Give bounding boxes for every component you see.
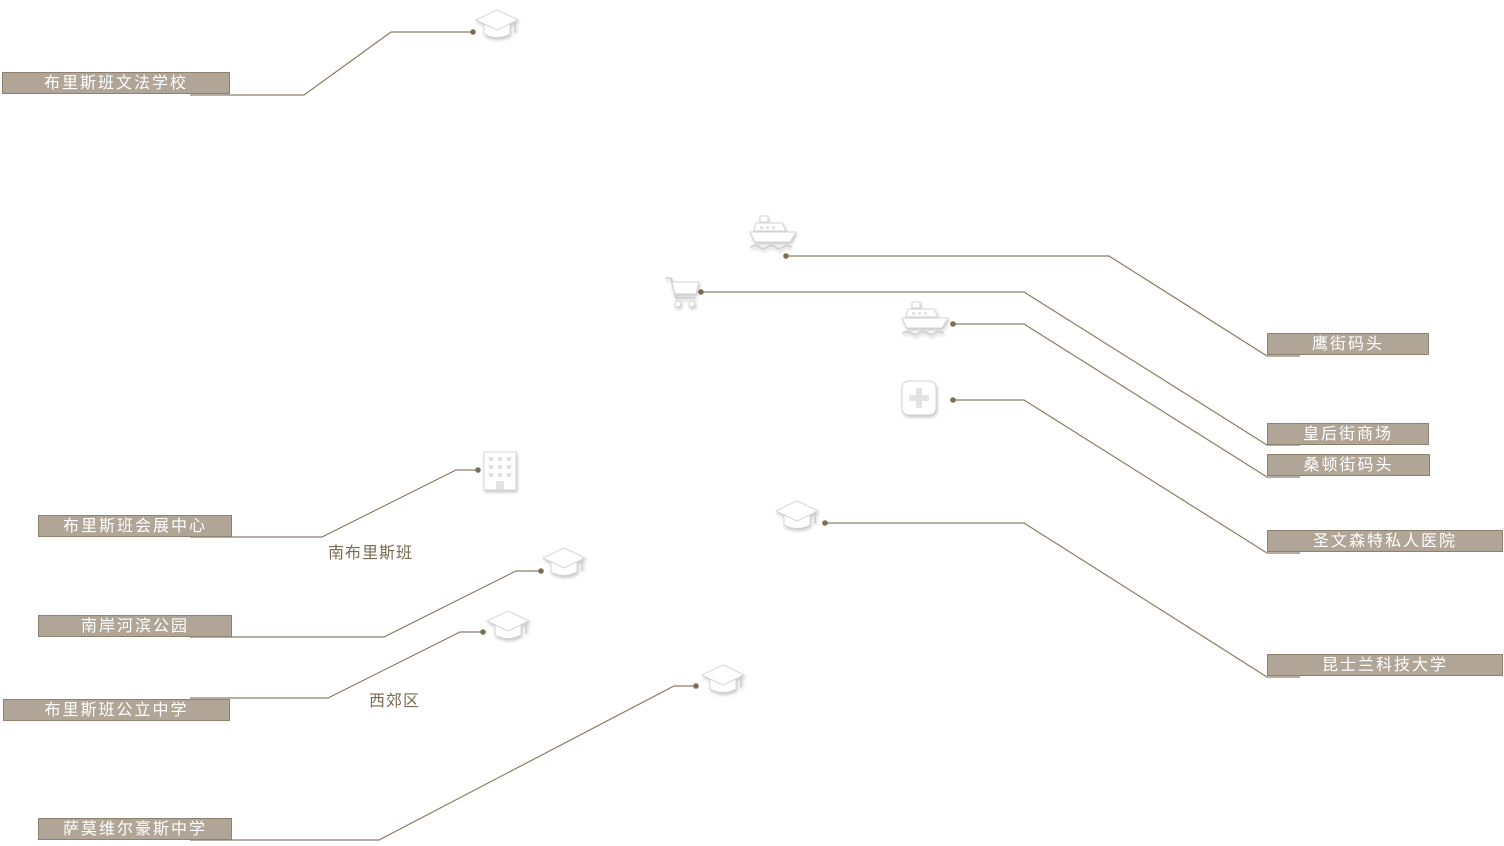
leader-line-qut	[825, 522, 1300, 678]
leader-line-grammar-school	[190, 31, 473, 96]
place-label-grammar-school[interactable]: 布里斯班文法学校	[2, 72, 230, 94]
shopping-cart-icon[interactable]	[664, 274, 702, 312]
place-label-st-vincents[interactable]: 圣文森特私人医院	[1267, 530, 1503, 552]
anchor-dot-state-high	[480, 629, 486, 635]
place-label-queen-st-mall[interactable]: 皇后街商场	[1267, 423, 1429, 445]
place-label-convention-centre[interactable]: 布里斯班会展中心	[38, 515, 232, 537]
district-label-south-brisbane: 南布里斯班	[328, 543, 414, 562]
ferry-icon[interactable]	[748, 210, 798, 252]
graduation-cap-icon[interactable]	[541, 546, 587, 582]
ferry-icon[interactable]	[900, 296, 950, 338]
anchor-dot-qut	[822, 520, 828, 526]
place-label-southbank[interactable]: 南岸河滨公园	[38, 615, 232, 637]
graduation-cap-icon[interactable]	[485, 609, 531, 645]
hospital-icon[interactable]	[900, 379, 938, 417]
leader-line-st-vincents	[953, 399, 1300, 554]
anchor-dot-queen-st-mall	[698, 289, 704, 295]
anchor-dot-southbank	[538, 568, 544, 574]
graduation-cap-icon[interactable]	[474, 8, 520, 44]
anchor-dot-eagle-st-pier	[783, 253, 789, 259]
place-label-qut[interactable]: 昆士兰科技大学	[1267, 654, 1503, 676]
leader-line-state-high	[190, 631, 483, 699]
leader-line-eagle-st-pier	[786, 255, 1300, 357]
anchor-dot-thornton-st-pier	[950, 321, 956, 327]
anchor-dot-grammar-school	[470, 29, 476, 35]
place-label-somerville-house[interactable]: 萨莫维尔豪斯中学	[38, 818, 232, 840]
anchor-dot-st-vincents	[950, 397, 956, 403]
leader-line-queen-st-mall	[701, 291, 1300, 446]
leader-line-convention-centre	[190, 469, 478, 538]
building-icon[interactable]	[482, 450, 518, 492]
place-label-state-high[interactable]: 布里斯班公立中学	[3, 699, 230, 721]
place-label-thornton-st-pier[interactable]: 桑顿街码头	[1267, 454, 1430, 476]
anchor-dot-somerville-house	[693, 683, 699, 689]
leader-line-somerville-house	[190, 685, 696, 841]
leader-line-southbank	[190, 570, 541, 638]
district-label-west-end: 西郊区	[369, 691, 421, 710]
graduation-cap-icon[interactable]	[774, 499, 820, 535]
leader-line-thornton-st-pier	[953, 323, 1300, 478]
anchor-dot-convention-centre	[475, 467, 481, 473]
place-label-eagle-st-pier[interactable]: 鹰街码头	[1267, 333, 1429, 355]
graduation-cap-icon[interactable]	[700, 663, 746, 699]
